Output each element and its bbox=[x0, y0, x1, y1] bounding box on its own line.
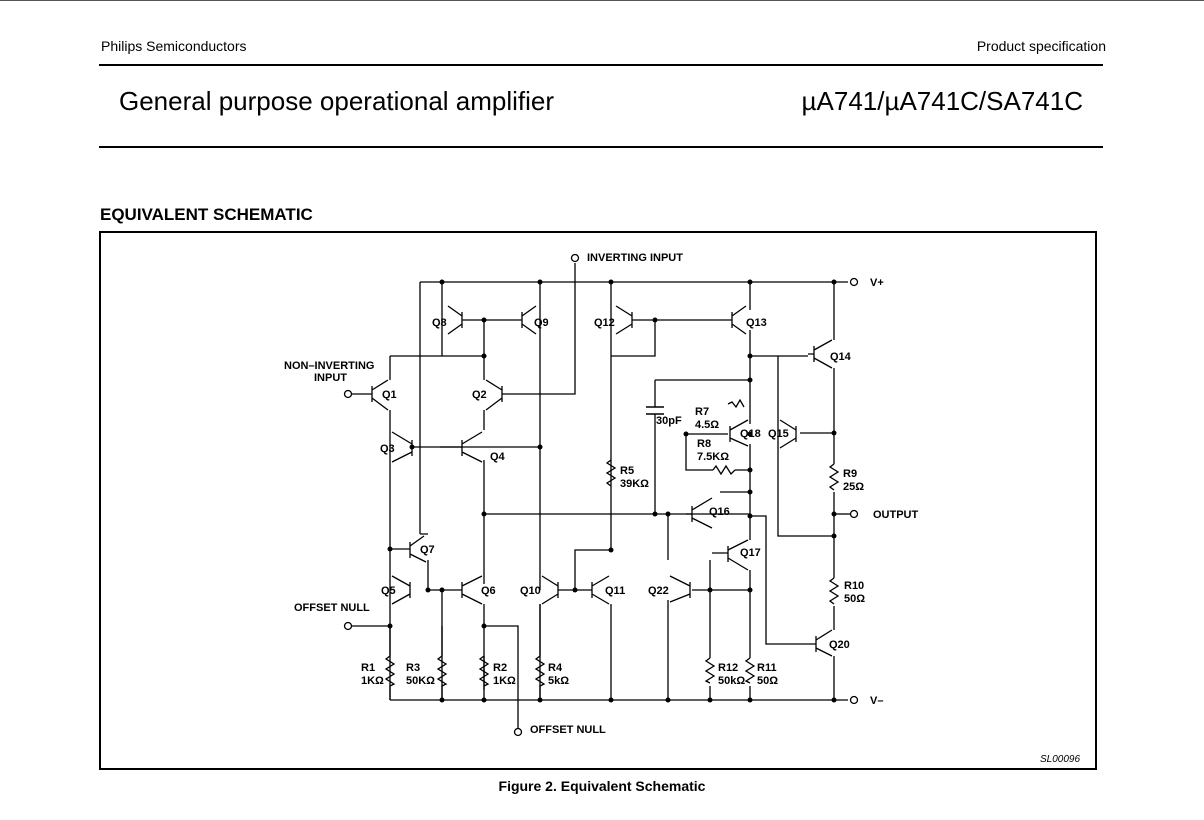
q15-label: Q15 bbox=[768, 428, 789, 440]
q5-label: Q5 bbox=[381, 585, 396, 597]
q10-label: Q10 bbox=[520, 585, 541, 597]
pin-label-vplus: V+ bbox=[870, 277, 884, 289]
r2-name: R2 bbox=[493, 662, 507, 674]
q16-label: Q16 bbox=[709, 506, 730, 518]
r4-value: 5kΩ bbox=[548, 675, 569, 687]
q1-label: Q1 bbox=[382, 389, 397, 401]
company-name: Philips Semiconductors bbox=[101, 38, 247, 54]
part-numbers: µA741/µA741C/SA741C bbox=[801, 86, 1083, 116]
capacitor-symbol bbox=[646, 406, 664, 415]
wires bbox=[352, 263, 850, 728]
q20-label: Q20 bbox=[829, 639, 850, 651]
figure-caption: Figure 2. Equivalent Schematic bbox=[498, 778, 706, 794]
r8-value: 7.5KΩ bbox=[697, 451, 729, 463]
r4-name: R4 bbox=[548, 662, 563, 674]
q12-label: Q12 bbox=[594, 317, 615, 329]
document-type: Product specification bbox=[976, 38, 1106, 54]
pin-label-noninverting-2: INPUT bbox=[314, 372, 347, 384]
r3-value: 50KΩ bbox=[406, 675, 435, 687]
section-title: EQUIVALENT SCHEMATIC bbox=[100, 205, 313, 224]
pin-label-output: OUTPUT bbox=[873, 509, 919, 521]
drawing-code: SL00096 bbox=[1040, 754, 1080, 765]
r12-name: R12 bbox=[718, 662, 738, 674]
pin-label-noninverting-1: NON–INVERTING bbox=[284, 360, 374, 372]
pin-label-inverting: INVERTING INPUT bbox=[587, 252, 683, 264]
q18-label: Q18 bbox=[740, 428, 761, 440]
top-border bbox=[0, 0, 1204, 1]
pin-label-offset-null-left: OFFSET NULL bbox=[294, 602, 370, 614]
transistor-symbols bbox=[352, 305, 833, 657]
r2-value: 1KΩ bbox=[493, 675, 516, 687]
r3-name: R3 bbox=[406, 662, 420, 674]
pin-label-offset-null-bottom: OFFSET NULL bbox=[530, 724, 606, 736]
r11-name: R11 bbox=[757, 662, 777, 674]
junction-dots bbox=[387, 279, 837, 703]
q3-label: Q3 bbox=[380, 443, 395, 455]
r10-value: 50Ω bbox=[844, 593, 865, 605]
r9-value: 25Ω bbox=[843, 481, 864, 493]
document-title: General purpose operational amplifier bbox=[119, 86, 555, 116]
q11-label: Q11 bbox=[605, 585, 625, 597]
r7-name: R7 bbox=[695, 406, 709, 418]
q13-label: Q13 bbox=[746, 317, 767, 329]
q4-label: Q4 bbox=[490, 451, 506, 463]
header-rule-top bbox=[99, 64, 1103, 66]
q2-label: Q2 bbox=[472, 389, 487, 401]
q17-label: Q17 bbox=[740, 547, 761, 559]
header-rule-bottom bbox=[99, 146, 1103, 148]
q22-label: Q22 bbox=[648, 585, 669, 597]
r1-value: 1KΩ bbox=[361, 675, 384, 687]
pin-label-vminus: V– bbox=[870, 695, 883, 707]
r7-value: 4.5Ω bbox=[695, 419, 719, 431]
r5-name: R5 bbox=[620, 465, 634, 477]
figure-frame bbox=[99, 231, 1097, 770]
q6-label: Q6 bbox=[481, 585, 496, 597]
r12-value: 50kΩ bbox=[718, 675, 745, 687]
r5-value: 39KΩ bbox=[620, 478, 649, 490]
r8-name: R8 bbox=[697, 438, 711, 450]
q7-label: Q7 bbox=[420, 544, 435, 556]
r1-name: R1 bbox=[361, 662, 375, 674]
q8-label: Q8 bbox=[432, 317, 447, 329]
q9-label: Q9 bbox=[534, 317, 549, 329]
q14-label: Q14 bbox=[830, 351, 852, 363]
r11-value: 50Ω bbox=[757, 675, 778, 687]
r9-name: R9 bbox=[843, 468, 857, 480]
terminals bbox=[343, 253, 859, 737]
resistor-symbols bbox=[384, 459, 840, 700]
r10-name: R10 bbox=[844, 580, 864, 592]
capacitor-label: 30pF bbox=[656, 415, 682, 427]
